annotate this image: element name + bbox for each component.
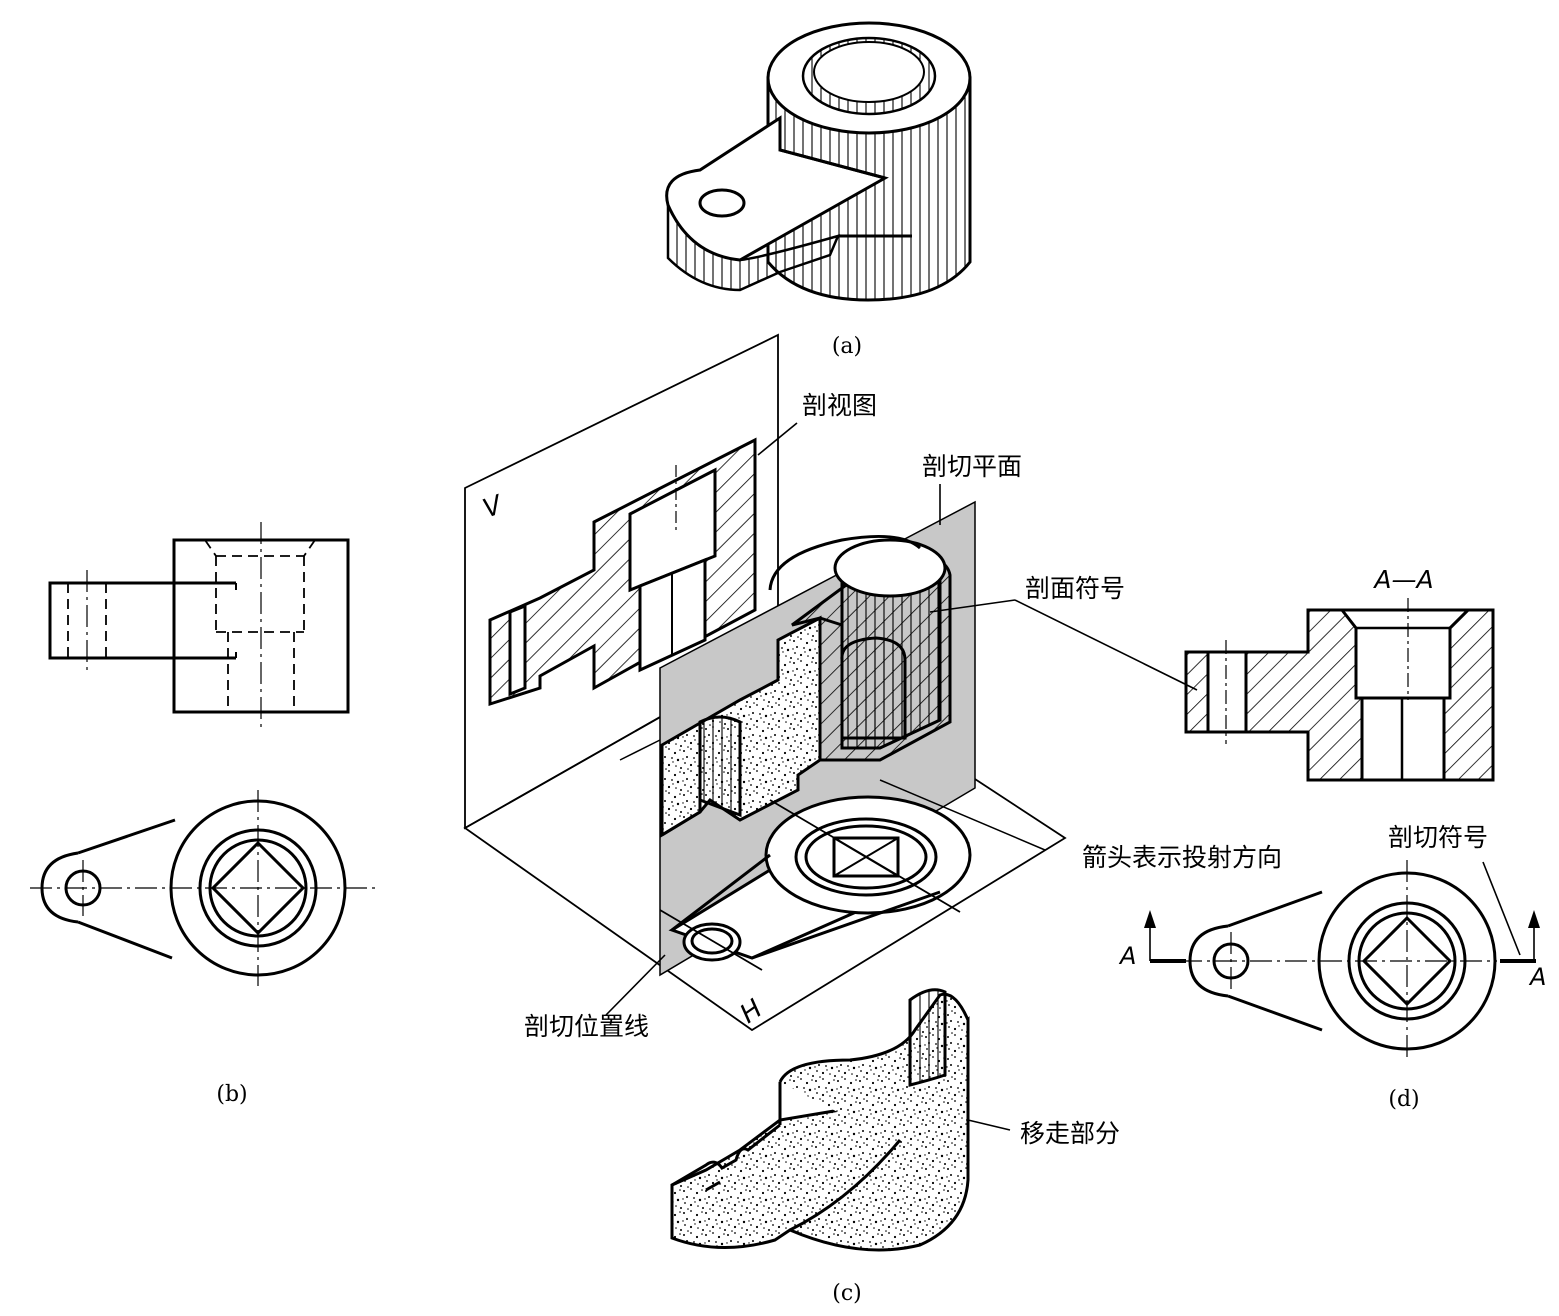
cutting-position-line-2 bbox=[769, 799, 961, 913]
removed-part bbox=[670, 988, 970, 1252]
label-section-symbol: 剖面符号 bbox=[1025, 574, 1125, 603]
caption-a: (a) bbox=[832, 334, 862, 359]
label-section-view: 剖视图 bbox=[802, 391, 877, 420]
section-letter-right: A bbox=[1528, 963, 1546, 991]
section-letter-left: A bbox=[1118, 942, 1136, 970]
label-removed-part: 移走部分 bbox=[1020, 1119, 1120, 1148]
label-arrow-direction: 箭头表示投射方向 bbox=[1082, 843, 1282, 872]
caption-b: (b) bbox=[216, 1082, 247, 1107]
label-cutting-symbol: 剖切符号 bbox=[1388, 823, 1488, 852]
plane-v-label: V bbox=[479, 490, 508, 525]
plane-h-label: H bbox=[735, 994, 768, 1030]
label-cutting-plane: 剖切平面 bbox=[922, 452, 1022, 481]
cutting-position-line bbox=[659, 909, 763, 971]
projected-section-on-v bbox=[488, 437, 757, 707]
caption-c: (c) bbox=[832, 1281, 862, 1306]
cutting-pictorial-c: V H bbox=[463, 333, 1198, 1252]
caption-d: (d) bbox=[1388, 1087, 1419, 1112]
sectioned-part bbox=[660, 534, 952, 838]
orthographic-views-b bbox=[30, 522, 380, 986]
isometric-view-a bbox=[665, 21, 972, 302]
section-name-label: A—A bbox=[1372, 565, 1433, 594]
label-cutting-position-line: 剖切位置线 bbox=[524, 1012, 649, 1041]
sectional-views-d bbox=[1144, 598, 1540, 1060]
